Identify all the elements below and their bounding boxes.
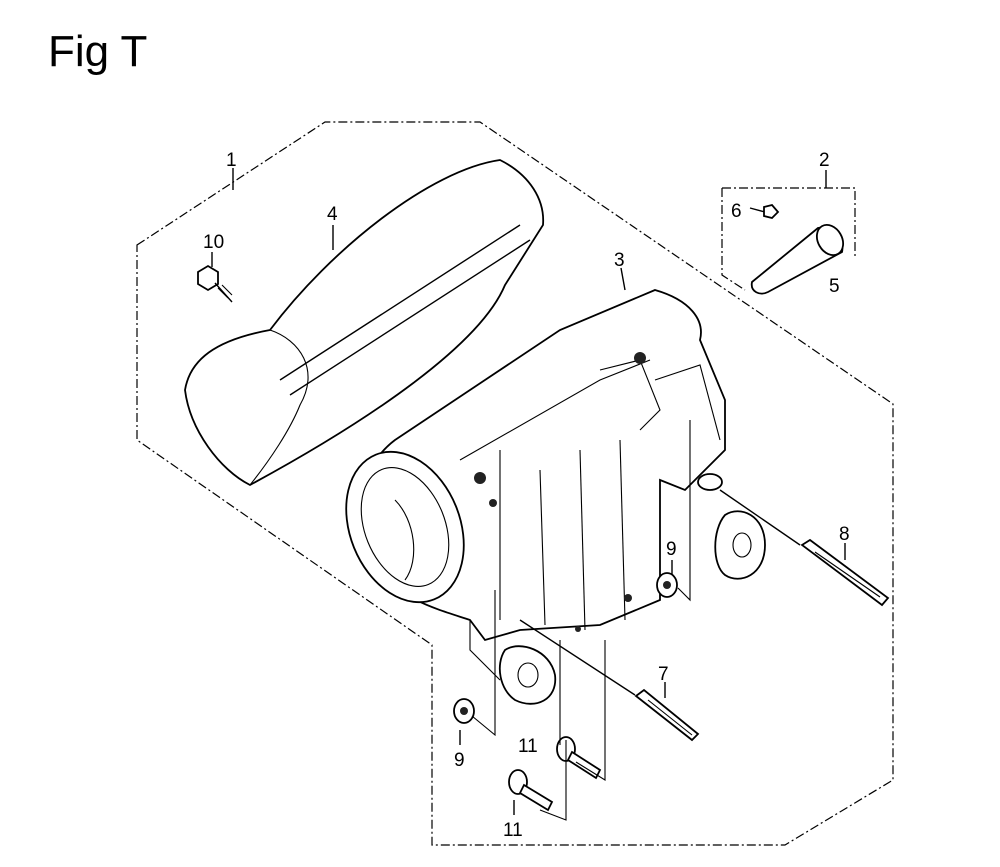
spark-arrester-screen: [750, 224, 845, 295]
bolt-11-upper: [556, 736, 602, 780]
assembly-boundary: [136, 121, 894, 846]
callout-3: 3: [614, 250, 625, 271]
heat-shield: [184, 159, 544, 487]
bolt-11-lower: [508, 769, 554, 812]
stud-bolt-7: [519, 619, 700, 742]
screw-6: [749, 203, 780, 219]
callout-6: 6: [731, 201, 742, 222]
stud-bolt-8: [719, 489, 890, 607]
callout-11-upper: 11: [518, 736, 538, 757]
muffler-body: [345, 289, 766, 705]
bolt-10: [197, 264, 233, 303]
callout-10: 10: [203, 232, 224, 253]
callout-11-lower: 11: [503, 820, 523, 841]
callout-8: 8: [839, 524, 850, 545]
screen-group-bracket: [722, 187, 856, 258]
callout-4: 4: [327, 204, 338, 225]
figure-title: Fig T: [48, 27, 148, 76]
callout-9-upper: 9: [666, 539, 677, 560]
nut-9-upper: [656, 572, 678, 598]
callout-1: 1: [226, 150, 237, 171]
callout-7: 7: [658, 664, 669, 685]
callout-5: 5: [829, 276, 840, 297]
callout-2: 2: [819, 150, 830, 171]
nut-9-lower: [453, 698, 475, 724]
callout-9-lower: 9: [454, 750, 465, 771]
